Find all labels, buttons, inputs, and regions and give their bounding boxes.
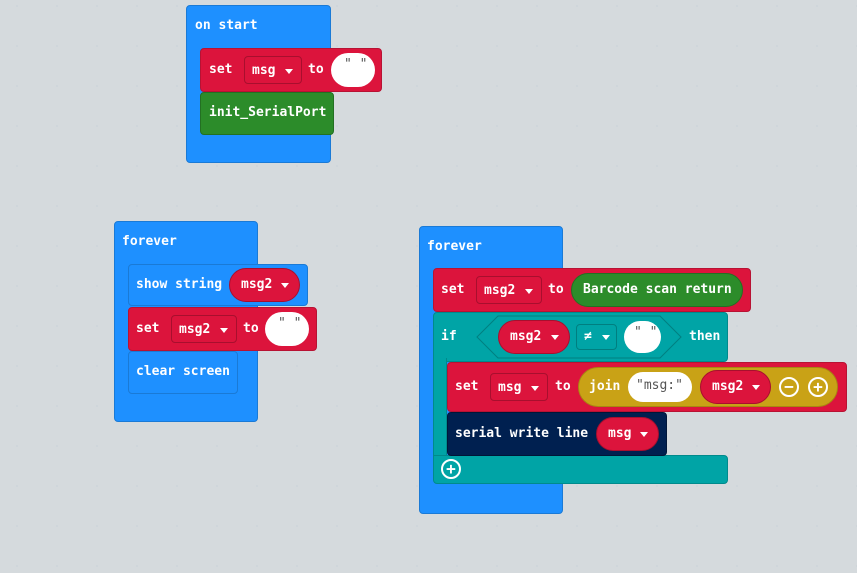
chevron-down-icon xyxy=(220,328,228,333)
if-block-arm xyxy=(433,358,447,458)
variable-name: msg2 xyxy=(510,329,542,344)
empty-string-input[interactable]: " " xyxy=(331,53,375,87)
set-keyword: set xyxy=(441,282,465,297)
to-keyword: to xyxy=(548,282,564,297)
then-keyword: then xyxy=(689,329,721,344)
minus-glyph: − xyxy=(784,377,794,396)
forever-label-1: forever xyxy=(122,234,177,249)
remove-input-icon[interactable]: − xyxy=(779,377,799,397)
variable-name: msg2 xyxy=(712,379,744,394)
msg-variable-dropdown[interactable]: msg xyxy=(490,373,548,401)
chevron-down-icon xyxy=(602,335,610,340)
if-block-footer[interactable] xyxy=(433,455,728,484)
set-keyword: set xyxy=(455,379,479,394)
operator-symbol: ≠ xyxy=(584,329,592,344)
forever-label-2: forever xyxy=(427,239,482,254)
clear-screen-block[interactable] xyxy=(128,351,238,394)
serial-write-line-label: serial write line xyxy=(455,426,589,441)
to-keyword: to xyxy=(243,321,259,336)
string-value: "msg:" xyxy=(636,378,683,393)
chevron-down-icon xyxy=(551,335,559,340)
to-keyword: to xyxy=(308,62,324,77)
barcode-scan-return-reporter[interactable]: Barcode scan return xyxy=(571,273,743,307)
string-value: " " xyxy=(278,316,302,331)
msg-string-input[interactable]: "msg:" xyxy=(628,372,692,402)
plus-glyph: + xyxy=(446,459,456,478)
string-value: " " xyxy=(344,57,368,72)
variable-name: msg2 xyxy=(484,283,516,298)
to-keyword: to xyxy=(555,379,571,394)
string-value: " " xyxy=(634,325,658,340)
msg-variable-dropdown[interactable]: msg xyxy=(244,56,302,84)
chevron-down-icon xyxy=(531,386,539,391)
clear-screen-label: clear screen xyxy=(136,364,230,379)
msg2-reporter[interactable]: msg2 xyxy=(498,320,570,354)
chevron-down-icon xyxy=(525,289,533,294)
if-keyword: if xyxy=(441,329,457,344)
variable-name: msg2 xyxy=(179,322,211,337)
show-string-label: show string xyxy=(136,277,223,292)
msg2-reporter[interactable]: msg2 xyxy=(700,370,771,404)
msg2-variable-dropdown[interactable]: msg2 xyxy=(476,276,542,304)
function-call-label: init_SerialPort xyxy=(209,105,327,120)
empty-string-input[interactable]: " " xyxy=(624,321,661,353)
operator-dropdown[interactable]: ≠ xyxy=(576,324,617,350)
msg-reporter[interactable]: msg xyxy=(596,417,659,451)
plus-glyph: + xyxy=(813,377,823,396)
join-keyword: join xyxy=(589,379,621,394)
set-keyword: set xyxy=(209,62,233,77)
function-call-label: Barcode scan return xyxy=(583,282,732,297)
variable-name: msg xyxy=(498,380,522,395)
variable-name: msg xyxy=(252,63,276,78)
on-start-label: on start xyxy=(195,18,258,33)
add-else-icon[interactable]: + xyxy=(441,459,461,479)
empty-string-input[interactable]: " " xyxy=(265,312,309,346)
msg2-reporter[interactable]: msg2 xyxy=(229,268,300,302)
chevron-down-icon xyxy=(285,69,293,74)
set-keyword: set xyxy=(136,321,160,336)
chevron-down-icon xyxy=(640,432,648,437)
chevron-down-icon xyxy=(752,385,760,390)
add-input-icon[interactable]: + xyxy=(808,377,828,397)
variable-name: msg xyxy=(608,426,632,441)
chevron-down-icon xyxy=(281,283,289,288)
msg2-variable-dropdown[interactable]: msg2 xyxy=(171,315,237,343)
init-serialport-block[interactable] xyxy=(200,92,334,135)
variable-name: msg2 xyxy=(241,277,273,292)
